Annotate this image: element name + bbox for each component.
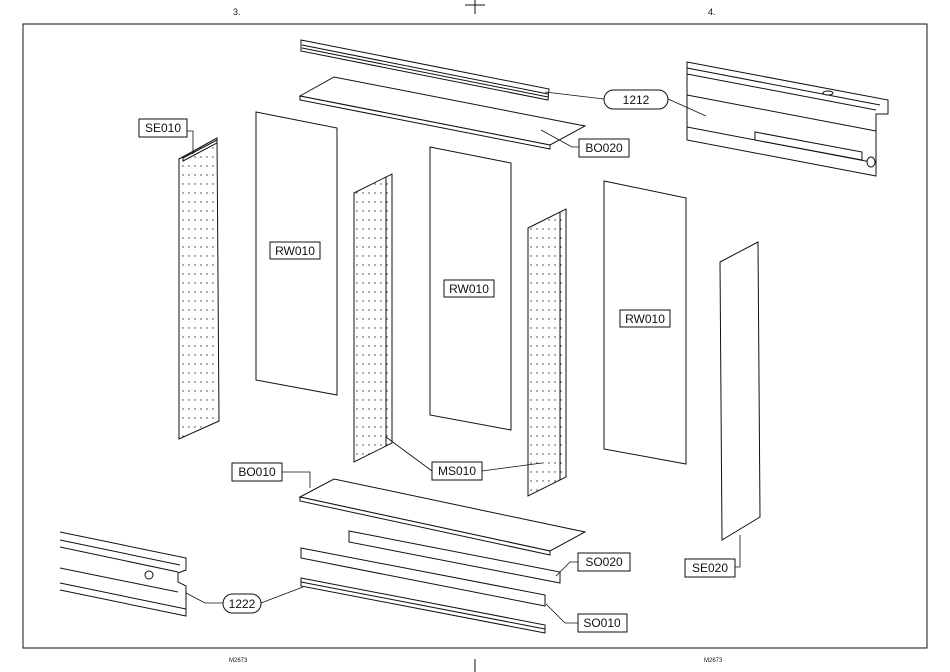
callout-rw010-1-label: RW010 — [275, 244, 315, 258]
callout-so010: SO010 — [578, 614, 627, 632]
callout-1222: 1222 — [223, 594, 261, 613]
top-rail-detail — [687, 62, 888, 176]
callout-rw010-1: RW010 — [270, 242, 320, 259]
callout-so020: SO020 — [578, 553, 630, 571]
bottom-board-part — [300, 479, 585, 555]
left-side-panel-part — [179, 138, 219, 439]
middle-side-panel-2 — [528, 209, 566, 496]
callout-ms010-label: MS010 — [438, 464, 476, 478]
callout-rw010-3-label: RW010 — [625, 312, 665, 326]
right-side-panel-part — [720, 242, 760, 540]
callout-se010-label: SE010 — [145, 121, 181, 135]
callout-rw010-3: RW010 — [620, 310, 670, 327]
callout-bo020: BO020 — [579, 139, 629, 157]
callout-1212-label: 1212 — [623, 93, 650, 107]
callout-rw010-2: RW010 — [444, 280, 494, 297]
callout-bo010: BO010 — [232, 463, 282, 481]
plinth-rear-part — [301, 548, 545, 633]
bottom-rail-detail — [60, 532, 186, 616]
middle-side-panel-1 — [354, 174, 392, 462]
callout-bo020-label: BO020 — [585, 141, 623, 155]
callout-1212: 1212 — [604, 90, 668, 109]
callout-so010-label: SO010 — [583, 616, 621, 630]
callout-rw010-2-label: RW010 — [449, 282, 489, 296]
callout-1222-label: 1222 — [229, 597, 256, 611]
callout-se020-label: SE020 — [692, 561, 728, 575]
callout-se020: SE020 — [685, 559, 735, 577]
callout-bo010-label: BO010 — [238, 465, 276, 479]
callout-se010: SE010 — [139, 119, 187, 137]
callout-ms010: MS010 — [432, 462, 482, 480]
callout-so020-label: SO020 — [585, 555, 623, 569]
